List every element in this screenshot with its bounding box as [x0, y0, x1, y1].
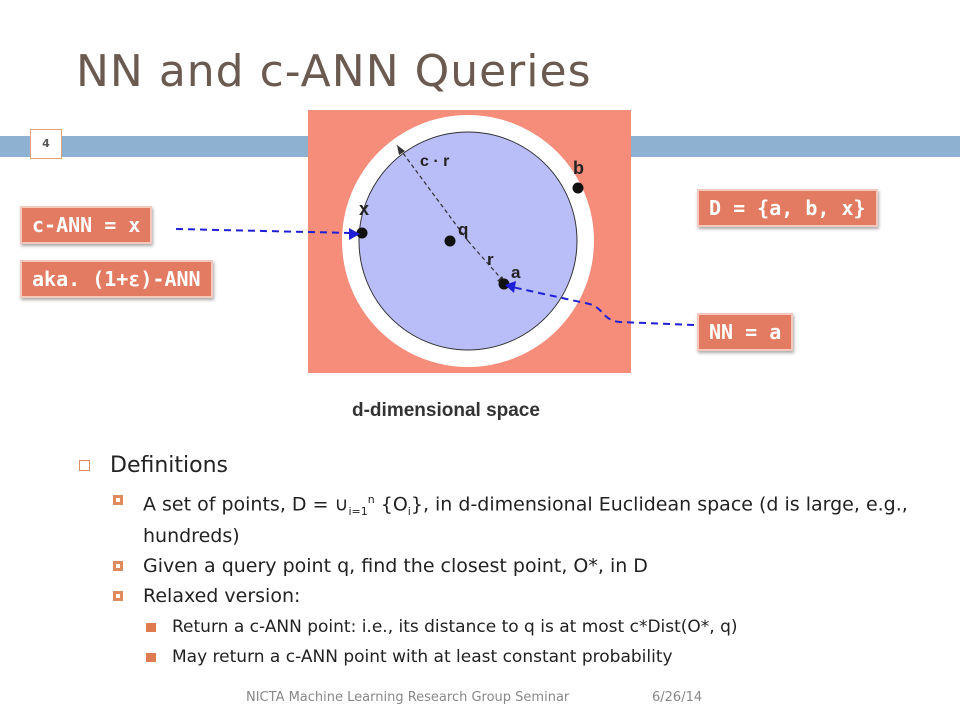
bullet-relaxed: Relaxed version:	[76, 584, 936, 608]
label-a: a	[511, 263, 521, 282]
union-superscript: n	[367, 493, 375, 506]
union-subscript: i=1	[348, 505, 368, 519]
label-q: q	[458, 220, 468, 239]
o-subscript: i	[407, 505, 411, 519]
bullet-text: Return a c-ANN point: i.e., its distance…	[172, 617, 738, 638]
bullet-query-point: Given a query point q, find the closest …	[76, 554, 936, 578]
nn-callout: NN = a	[697, 313, 794, 351]
filled-square-bullet-icon	[146, 653, 156, 663]
footer-date: 6/26/14	[652, 690, 703, 705]
label-r: r	[487, 250, 494, 269]
label-b: b	[573, 158, 584, 178]
square-bullet-icon	[113, 591, 123, 602]
bullet-return-cann: Return a c-ANN point: i.e., its distance…	[76, 616, 936, 638]
aka-callout: aka. (1+ε)-ANN	[20, 260, 213, 298]
nn-diagram: c · r q r x a b	[308, 110, 631, 373]
point-b	[572, 182, 584, 194]
slide-title: NN and c-ANN Queries	[76, 46, 592, 97]
point-q	[444, 235, 456, 247]
bullet-text: Given a query point q, find the closest …	[143, 555, 648, 578]
bullet-text: {O	[374, 493, 408, 516]
hollow-square-bullet-icon	[79, 460, 90, 471]
point-a	[498, 278, 510, 290]
slide-number: 4	[30, 129, 62, 159]
header-bar-left	[0, 136, 30, 157]
bullet-text: }, in d-dimensional Euclidean space (d i…	[143, 493, 908, 548]
cann-callout: c-ANN = x	[20, 206, 153, 244]
footer-seminar: NICTA Machine Learning Research Group Se…	[246, 690, 570, 705]
bullet-set-of-points: A set of points, D = ∪i=1n {Oi}, in d-di…	[76, 488, 936, 548]
square-bullet-icon	[113, 561, 123, 572]
filled-square-bullet-icon	[146, 623, 156, 633]
r-line	[467, 240, 506, 284]
bullet-text: A set of points, D = ∪	[143, 493, 349, 516]
square-bullet-icon	[113, 495, 123, 505]
definitions-list: Definitions A set of points, D = ∪i=1n {…	[76, 450, 936, 668]
label-cr: c · r	[420, 153, 449, 170]
dataset-callout: D = {a, b, x}	[697, 189, 878, 227]
cr-line	[396, 144, 469, 242]
bullet-text: Relaxed version:	[143, 585, 301, 608]
bullet-definitions: Definitions	[76, 450, 936, 482]
label-x: x	[359, 199, 369, 219]
diagram-caption: d-dimensional space	[352, 400, 540, 421]
bullet-text: May return a c-ANN point with at least c…	[172, 647, 673, 668]
cr-arrowhead	[397, 145, 405, 155]
bullet-may-return: May return a c-ANN point with at least c…	[76, 646, 936, 668]
bullet-text: Definitions	[110, 453, 228, 478]
point-x	[356, 227, 368, 239]
